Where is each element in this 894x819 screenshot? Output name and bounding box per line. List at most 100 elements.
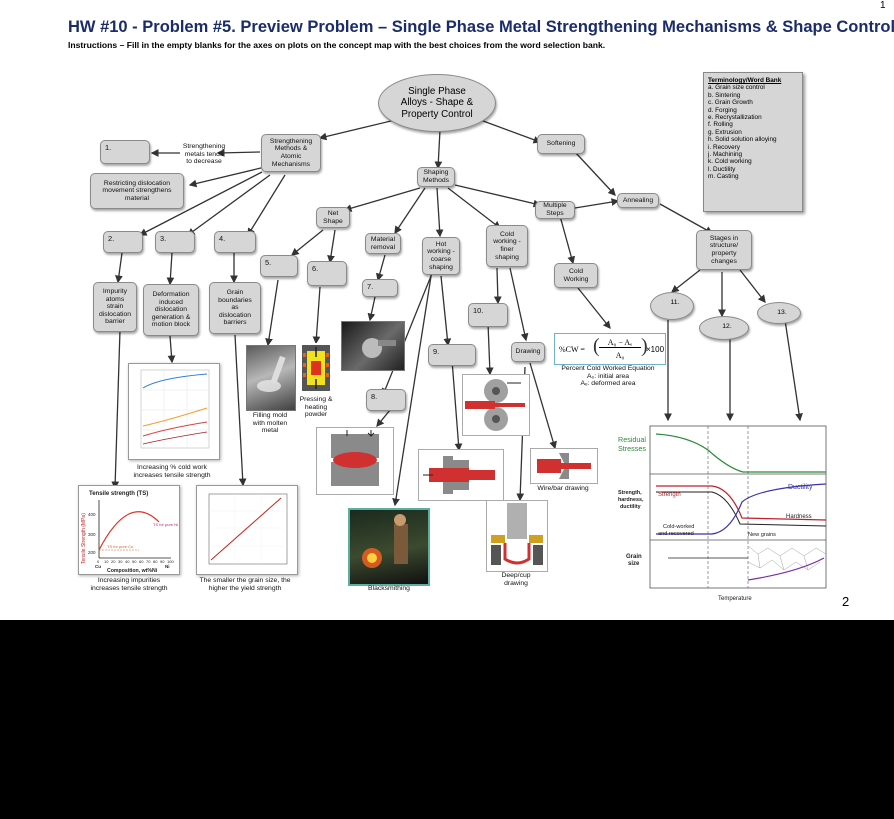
strength-axis-label: hardness,	[618, 497, 644, 503]
cold-work-equation: %CW = ( A₀ − Aₑ A₀ ) ×100	[554, 333, 666, 365]
word-bank-item: m. Casting	[708, 173, 739, 181]
blank-5[interactable]: 5.	[260, 255, 298, 277]
strength-axis-label: ductility	[620, 504, 641, 510]
word-bank-item: a. Grain size control	[708, 84, 765, 92]
grain-size-label: Grain	[626, 554, 642, 560]
ts-ytick: 300	[88, 532, 96, 537]
grain-size-svg	[208, 493, 288, 565]
word-bank-item: c. Grain Growth	[708, 99, 753, 107]
annealing-node: Annealing	[617, 193, 659, 208]
ts-xtick: 40	[125, 559, 130, 564]
page-title: HW #10 - Problem #5. Preview Problem – S…	[68, 18, 894, 36]
ts-ann-cu: TS for pure Cu	[107, 544, 133, 549]
cold-work-curves	[140, 369, 210, 449]
word-bank-item: i. Recovery	[708, 143, 740, 151]
drawing-node: Drawing	[511, 342, 545, 362]
ts-xtick: 50	[132, 559, 137, 564]
cw-paren-left: (	[593, 335, 600, 357]
blank-3[interactable]: 3.	[155, 231, 195, 253]
blank-11[interactable]: 11.	[650, 292, 694, 320]
tensile-strength-plot: Tensile strength (TS) Tensile Strength (…	[78, 485, 180, 575]
ts-xtick: 20	[111, 559, 116, 564]
top-page-number: 1	[880, 0, 886, 11]
worksheet-page: 1 HW #10 - Problem #5. Preview Problem –…	[0, 0, 894, 620]
wire-bar-caption: Wire/bar drawing	[537, 485, 589, 492]
blank-9[interactable]: 9.	[428, 344, 476, 366]
residual-label: Stresses	[618, 444, 646, 453]
deep-cup-diagram	[486, 500, 548, 572]
strength-curve-label: Strength	[658, 492, 681, 498]
temperature-label: Temperature	[718, 596, 752, 602]
cw-paren-right: )	[641, 335, 648, 357]
sintering-diagram	[298, 343, 334, 393]
ts-plot-svg: Tensile strength (TS) Tensile Strength (…	[81, 491, 178, 574]
cold-worked-label: and recovered	[658, 531, 694, 537]
instructions: Instructions – Fill in the empty blanks …	[68, 40, 606, 50]
cw-lhs: %CW =	[559, 345, 585, 354]
ts-xtick: 100	[167, 559, 174, 564]
word-bank-item: k. Cold working	[708, 158, 752, 166]
forging-diagram	[316, 427, 394, 495]
ts-xtick: 30	[118, 559, 123, 564]
cw-denominator: A₀	[615, 351, 625, 360]
blank-6[interactable]: 6.	[307, 261, 347, 286]
word-bank-item: j. Machining	[708, 151, 743, 159]
ts-ni-label: Ni	[165, 564, 170, 569]
blacksmithing-caption: Blacksmithing	[368, 585, 410, 592]
cold-worked-label: Cold-worked	[663, 524, 694, 530]
ts-ytick: 400	[88, 512, 96, 517]
word-bank-title: Terminology/Word Bank	[708, 77, 782, 84]
ts-xtick: 60	[139, 559, 144, 564]
hardness-curve-label: Hardness	[786, 514, 812, 520]
ts-ytick: 200	[88, 550, 96, 555]
blank-8[interactable]: 8.	[366, 389, 406, 411]
word-bank-item: f. Rolling	[708, 121, 733, 129]
blank-10[interactable]: 10.	[468, 303, 508, 327]
blank-4[interactable]: 4.	[214, 231, 256, 253]
extrusion-diagram	[418, 449, 504, 501]
ts-xtick: 70	[146, 559, 151, 564]
ductility-curve-label: Ductility	[788, 484, 813, 491]
grain-size-plot	[196, 485, 298, 575]
ts-xlabel: Composition, wt%Ni	[107, 568, 158, 574]
blank-13[interactable]: 13.	[757, 302, 801, 324]
word-bank: Terminology/Word Bank a. Grain size cont…	[703, 72, 803, 212]
wire-drawing-diagram	[530, 448, 598, 484]
residual-label: Residual	[618, 435, 646, 444]
ts-cu-label: Cu	[95, 564, 101, 569]
annealing-chart-svg: Residual Stresses Strength, hardness, du…	[618, 425, 827, 602]
cw-numerator: A₀ − Aₑ	[599, 338, 641, 348]
ts-ann-ni: TS for pure Ni	[153, 522, 178, 527]
connector-arrows	[111, 117, 803, 507]
ts-xtick: 90	[160, 559, 165, 564]
blank-1[interactable]: 1.	[100, 140, 150, 164]
ts-xtick: 0	[97, 559, 100, 564]
ts-ylabel: Tensile Strength (MPa)	[81, 513, 87, 564]
blank-7[interactable]: 7.	[362, 279, 398, 297]
annealing-chart: Residual Stresses Strength, hardness, du…	[608, 422, 828, 608]
casting-photo	[246, 345, 296, 411]
blank-2[interactable]: 2.	[103, 231, 143, 253]
word-bank-item: l. Ductility	[708, 165, 736, 173]
ts-xtick: 80	[153, 559, 158, 564]
ts-title: Tensile strength (TS)	[89, 491, 148, 497]
blank-12[interactable]: 12.	[699, 316, 749, 340]
cw-multiplier: ×100	[646, 345, 665, 354]
grain-size-label: size	[628, 561, 640, 567]
